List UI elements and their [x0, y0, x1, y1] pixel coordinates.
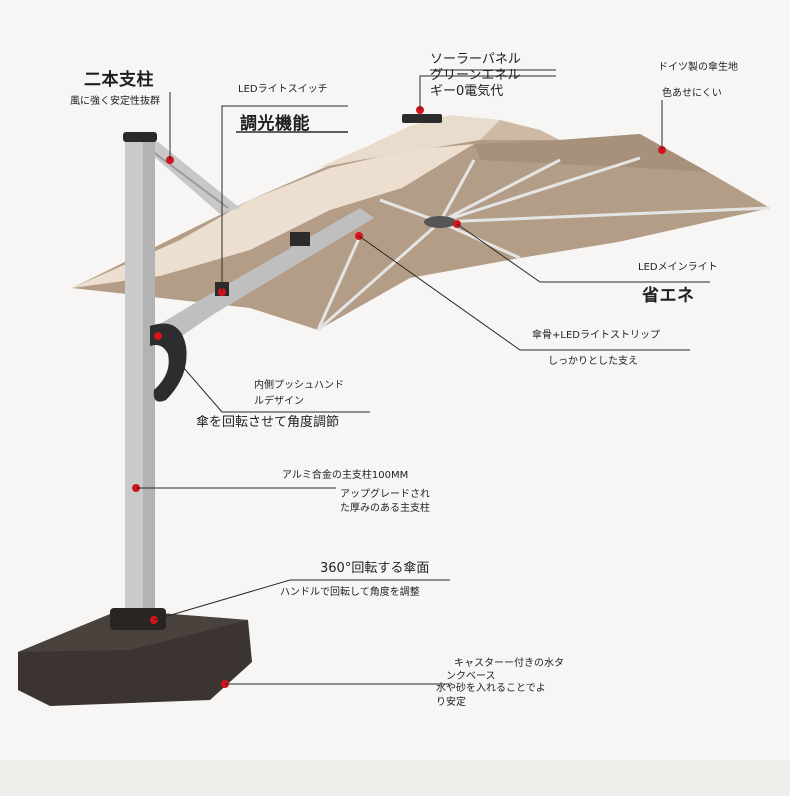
solar-panel	[402, 114, 442, 123]
leader-led-switch	[221, 105, 348, 292]
ribs-led-label: 傘骨+LEDライトストリップ	[532, 330, 660, 341]
canopy-hub	[424, 216, 456, 228]
canopy-top	[72, 144, 474, 288]
rotate-angle-label: 傘を回転させて角度調節	[196, 415, 340, 430]
vent-canopy	[318, 115, 540, 168]
solar-line1: ソーラーパネル	[430, 52, 521, 67]
dimmer-label: 調光機能	[240, 114, 310, 134]
twin-pole-title: 二本支柱	[84, 70, 154, 90]
twin-pole-desc: 風に強く安定性抜群	[70, 96, 160, 107]
leader-handle	[169, 351, 370, 413]
pole-line1: アップグレードされ	[340, 489, 430, 500]
base-line4: り安定	[436, 697, 466, 708]
fabric-line2: 色あせにくい	[662, 88, 722, 99]
leader-solar	[419, 75, 556, 110]
main-light-label: LEDメインライト	[638, 262, 718, 273]
fabric-line1: ドイツ製の傘生地	[658, 62, 738, 73]
pole-cap	[123, 132, 157, 142]
solar-line2: グリーンエネル	[430, 68, 521, 83]
rotate360-desc: ハンドルで回転して角度を調整	[280, 587, 420, 598]
canopy-top-right	[474, 134, 708, 172]
solar-line3: ギー0電気代	[430, 84, 504, 99]
leader-main-light	[456, 223, 710, 283]
vent-canopy-right	[480, 120, 560, 140]
pole-mount	[110, 608, 166, 630]
umbrella-arm	[150, 208, 374, 348]
pole-line2: た厚みのある主支柱	[340, 503, 430, 514]
push-handle	[150, 323, 187, 402]
base-line3: 水や砂を入れることでよ	[436, 683, 546, 694]
led-switch-label: LEDライトスイッチ	[238, 84, 328, 95]
energy-saving-label: 省エネ	[642, 286, 695, 306]
sturdy-label: しっかりとした支え	[548, 356, 638, 367]
canopy-ribs	[316, 156, 771, 332]
handle-line1: 内側プッシュハンド	[254, 380, 344, 391]
leader-rotate360	[153, 579, 450, 621]
base-line2: ンクベース	[446, 671, 496, 682]
pole-title: アルミ合金の主支柱100MM	[282, 470, 409, 481]
handle-line2: ルデザイン	[254, 396, 304, 407]
base-line1: キャスターー付きの水タ	[454, 658, 564, 669]
leader-ribs	[358, 235, 690, 351]
marker-handle	[154, 332, 162, 340]
rotate360-label: 360°回転する傘面	[320, 561, 430, 576]
ground	[0, 760, 790, 796]
arm-joint	[290, 232, 310, 246]
